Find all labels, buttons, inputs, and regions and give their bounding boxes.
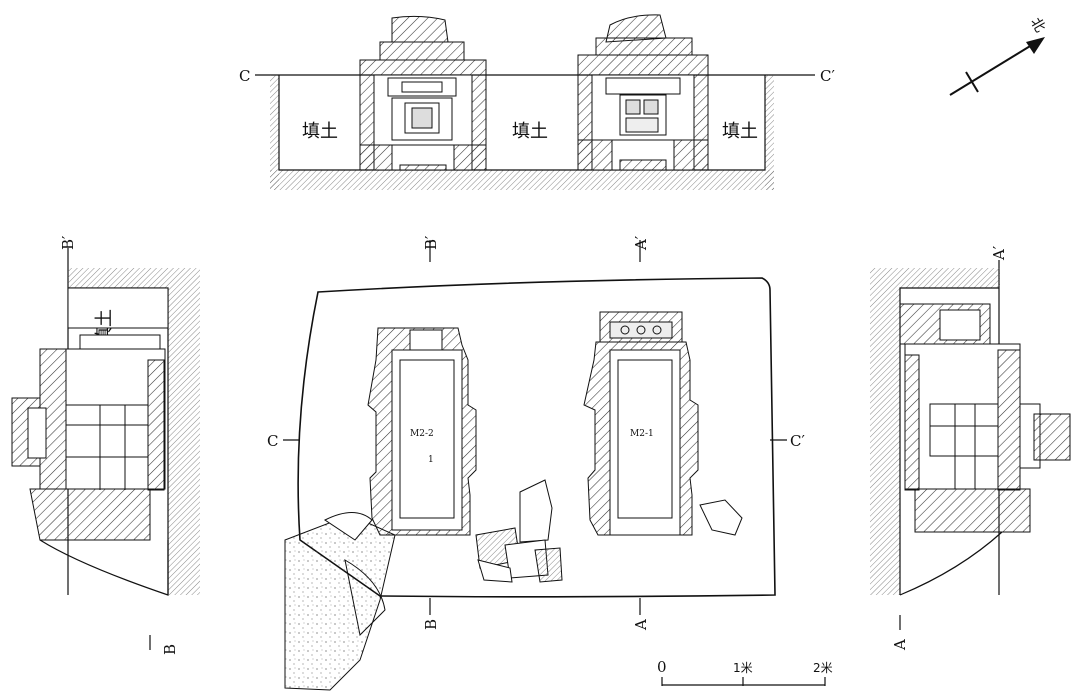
label-a-top-plan: A′ [632,235,650,251]
section-c-elevation: C C′ [239,14,835,190]
label-c-right-plan: C′ [790,432,805,450]
scale-one: 1米 [733,661,753,675]
stone-debris [284,514,396,691]
label-b-bottom: B [161,644,179,655]
section-a-elevation: A′ A [870,245,1071,651]
central-plan: B′ A′ C C′ B A M2-2 1 [267,235,805,691]
tomb-small-mark: 1 [428,455,434,465]
label-b-bottom-plan: B [422,619,440,630]
tomb-plan-m2-2: M2-2 1 [367,327,477,536]
scale-two: 2米 [813,661,833,675]
label-b-top: B′ [59,235,77,250]
collapsed-slabs [475,479,743,583]
fill-label-3: 填土 [722,121,758,142]
label-a-top: A′ [990,245,1008,261]
tomb-elevation-right [577,14,709,171]
label-c-left: C [239,67,250,85]
label-b-top-plan: B′ [422,235,440,250]
tomb-label-m2-2: M2-2 [410,429,434,439]
tomb-plan-m2-1: M2-1 [583,311,699,536]
pit-outline [297,277,776,598]
label-a-bottom-right: A [891,639,909,651]
fill-label-1: 填土 [302,121,338,142]
north-arrow: 北 [949,15,1048,96]
north-label: 北 [1027,15,1048,35]
section-b-elevation: B′ 填土 B [11,235,200,655]
label-c-right: C′ [820,67,835,85]
fill-label-2: 填土 [512,121,548,142]
pit-wall-left [270,75,279,190]
tomb-elevation-left [359,15,487,171]
scale-bar: 0 1米 2米 [657,658,833,686]
label-a-bottom-plan: A [632,619,650,631]
pit-floor [270,170,774,190]
tomb-label-m2-1: M2-1 [630,429,654,439]
pit-wall-right [765,75,774,190]
b-wall-hatch [68,268,200,288]
label-c-left-plan: C [267,432,278,450]
scale-zero: 0 [657,658,667,676]
